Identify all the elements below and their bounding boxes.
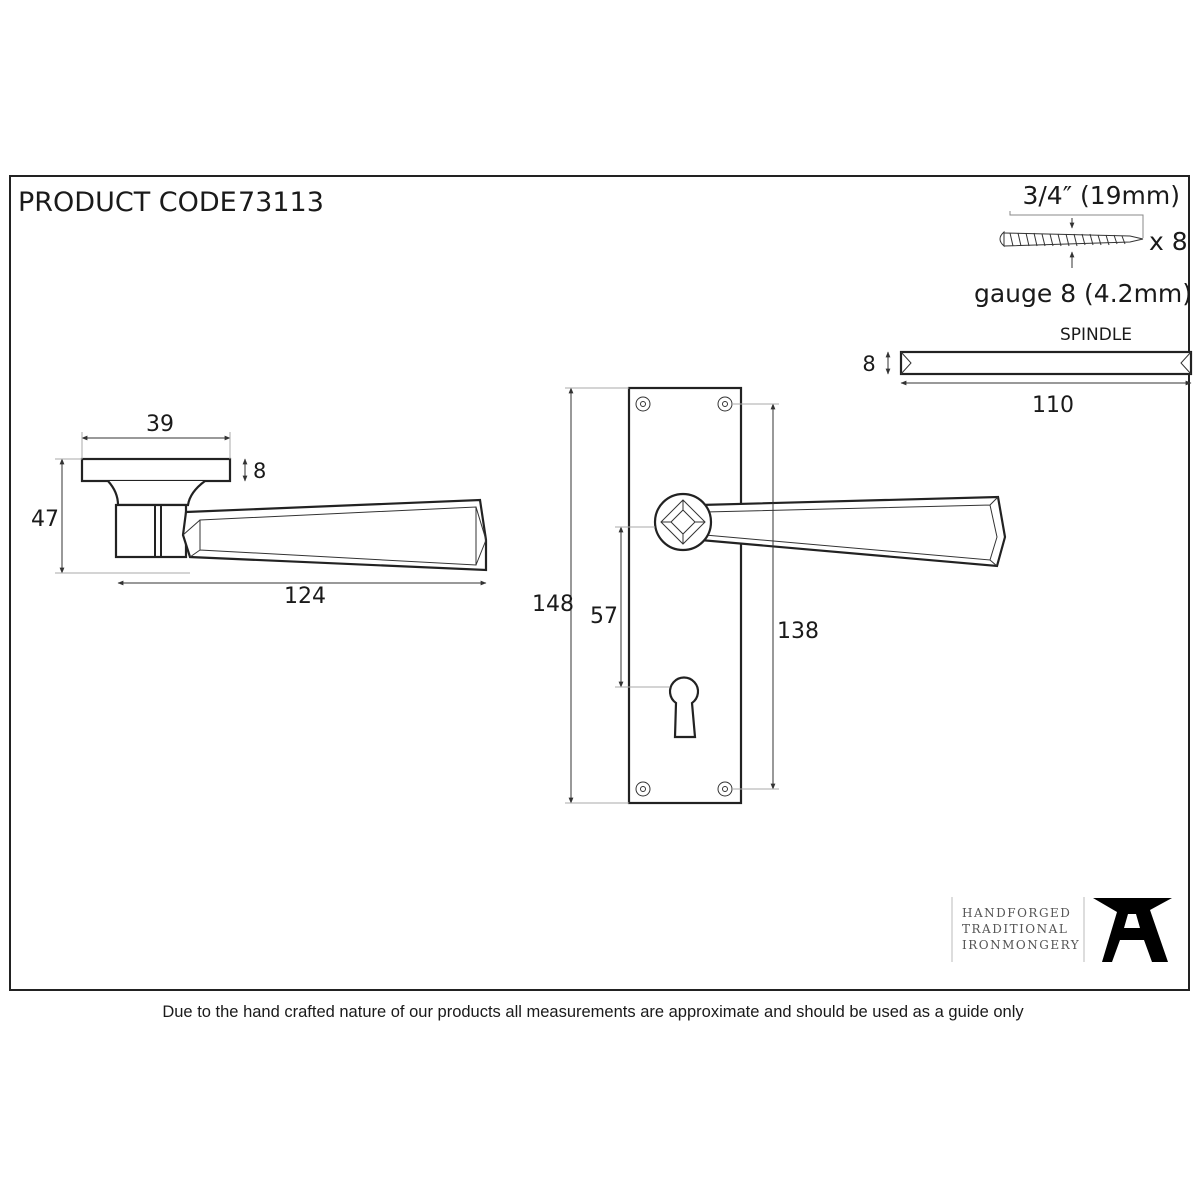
front-view: 148 138 57 — [532, 386, 1007, 805]
fixing-centres: 138 — [777, 619, 819, 644]
screw-quantity: x 8 — [1149, 227, 1188, 256]
anvil-icon — [1093, 898, 1172, 962]
logo-line-2: TRADITIONAL — [962, 922, 1068, 936]
product-code: 73113 — [238, 187, 324, 218]
rose-diameter: 39 — [146, 412, 174, 437]
keyhole — [668, 676, 700, 739]
plate-height: 148 — [532, 592, 574, 617]
spindle: SPINDLE 8 110 — [862, 325, 1193, 418]
screw-spec: 3/4″ (19mm) x 8 gauge 8 (4.2mm) — [974, 181, 1192, 308]
screw-icon — [999, 230, 1144, 248]
spindle-to-keyhole: 57 — [590, 604, 618, 629]
spindle-length: 110 — [1032, 393, 1074, 418]
disclaimer: Due to the hand crafted nature of our pr… — [162, 1003, 1024, 1021]
spindle-label: SPINDLE — [1060, 325, 1132, 345]
side-view: 39 8 47 124 — [31, 412, 488, 609]
lever-length: 124 — [284, 584, 326, 609]
screw-length: 3/4″ (19mm) — [1022, 181, 1180, 210]
rose-thickness: 8 — [253, 459, 266, 483]
product-code-label: PRODUCT CODE — [18, 187, 237, 218]
spindle-thickness: 8 — [862, 352, 875, 376]
logo-line-1: HANDFORGED — [962, 906, 1071, 920]
logo-line-3: IRONMONGERY — [962, 938, 1080, 952]
handle-height: 47 — [31, 507, 59, 532]
screw-gauge: gauge 8 (4.2mm) — [974, 279, 1192, 308]
brand-logo: HANDFORGED TRADITIONAL IRONMONGERY — [951, 897, 1172, 962]
backplate — [627, 386, 743, 805]
drawing-frame — [9, 175, 1190, 991]
